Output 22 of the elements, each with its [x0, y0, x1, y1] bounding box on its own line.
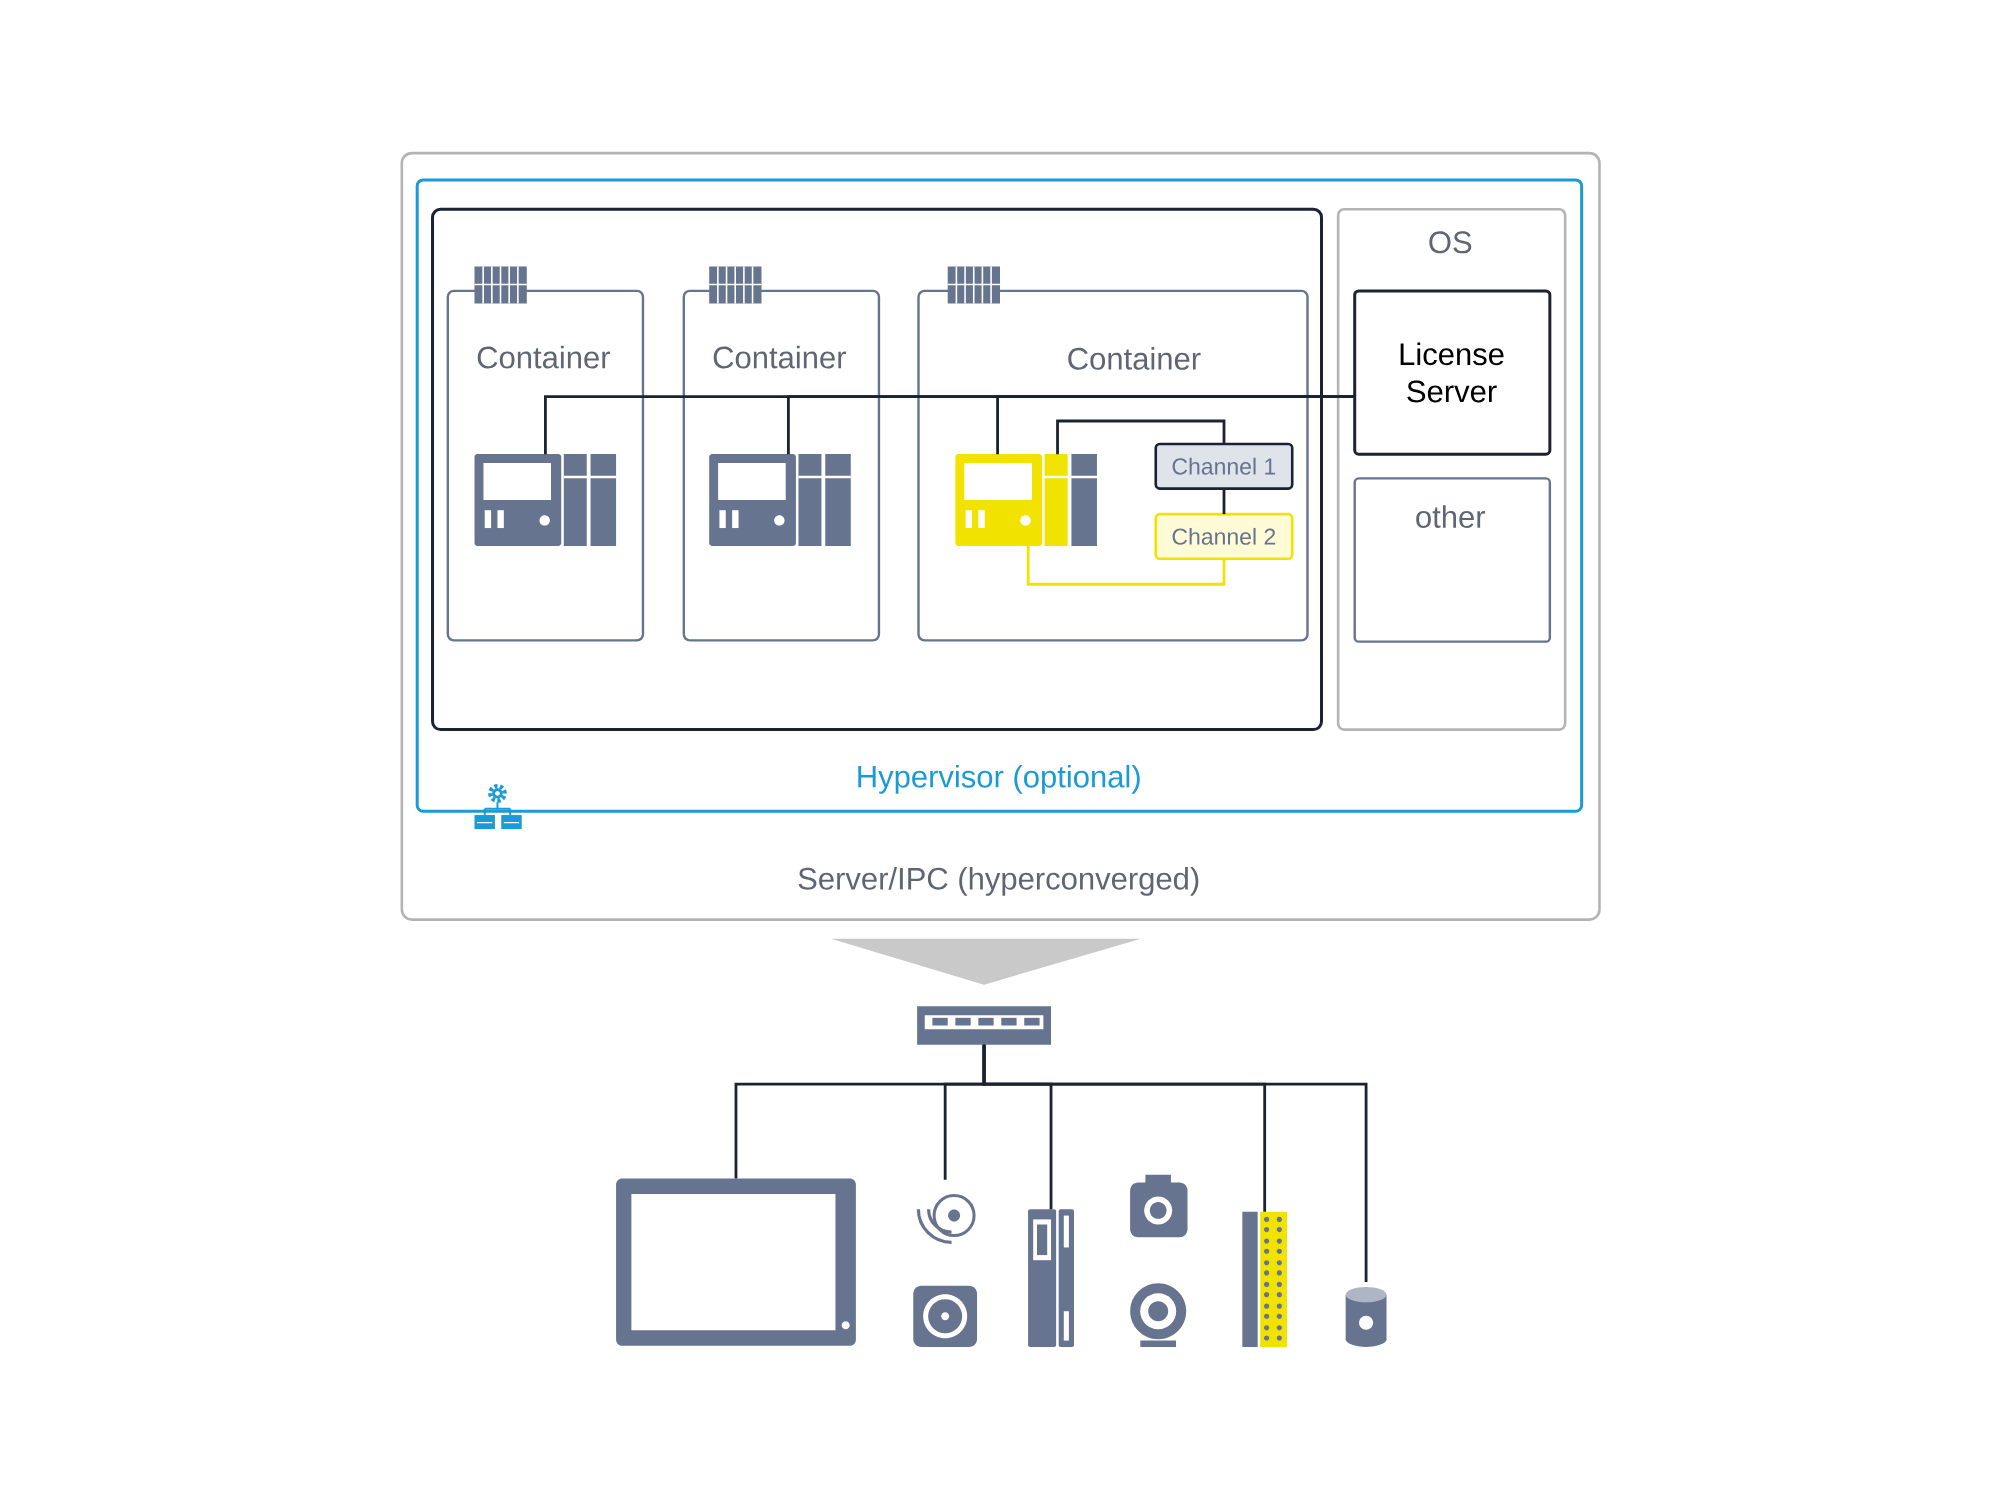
container-box: Container — [682, 289, 881, 642]
controller-icon — [709, 454, 851, 546]
io-module-icon — [1028, 1209, 1074, 1347]
connector-line — [1026, 546, 1226, 586]
license-server-box: License Server — [1353, 289, 1552, 456]
connector-line — [1222, 488, 1226, 515]
other-box: other — [1353, 477, 1552, 643]
arrow — [831, 938, 1141, 985]
connector-line — [1056, 419, 1226, 455]
connector-line — [996, 395, 1355, 455]
controller-icon — [955, 454, 1097, 546]
connector-line — [982, 1044, 1368, 1282]
network-switch-icon — [917, 1006, 1052, 1045]
channel-box: Channel 2 — [1154, 512, 1294, 561]
sensor-icon — [916, 1194, 976, 1244]
container-box: Container — [446, 289, 645, 642]
os-box — [431, 207, 1323, 732]
channel-box: Channel 1 — [1154, 442, 1294, 490]
encoder-icon — [1345, 1287, 1387, 1347]
controller-icon — [474, 454, 617, 546]
panel-icon — [616, 1178, 856, 1346]
io-module-icon — [1242, 1211, 1287, 1347]
